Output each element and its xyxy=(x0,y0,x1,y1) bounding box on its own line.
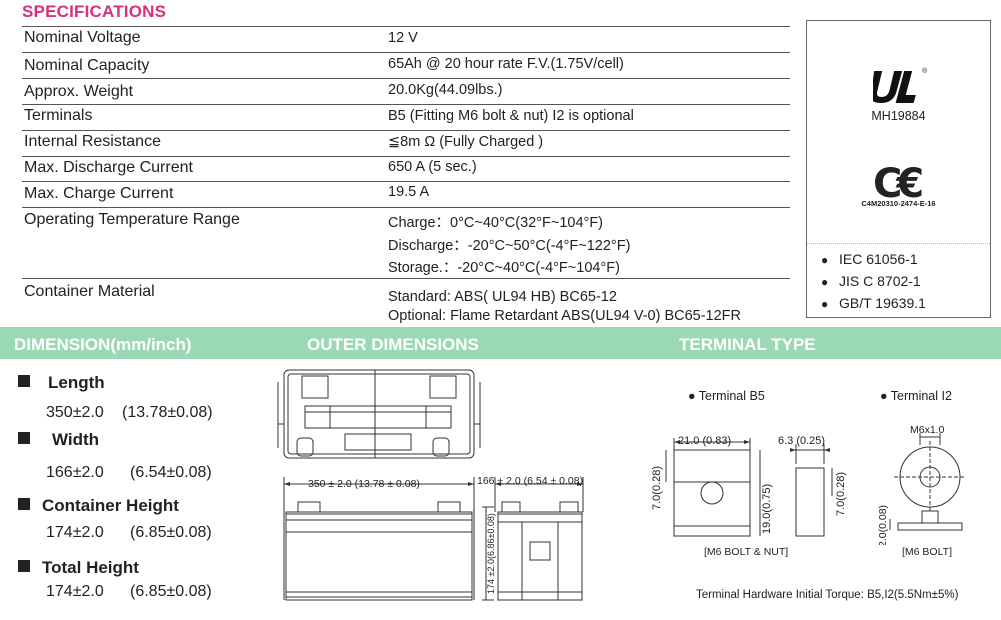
spec-value: 650 A (5 sec.) xyxy=(388,159,477,175)
outer-dimensions-heading: OUTER DIMENSIONS xyxy=(307,335,479,354)
b5-thickness-label: 6.3 (0.25) xyxy=(778,435,825,447)
dimension-item: Width xyxy=(18,430,99,450)
bullet-square-icon xyxy=(18,498,30,510)
spec-value: Optional: Flame Retardant ABS(UL94 V-0) … xyxy=(388,308,741,324)
side-view-drawing xyxy=(482,477,584,601)
spec-label: Nominal Capacity xyxy=(24,57,150,74)
spec-row: Approx. Weight 20.0Kg(44.09lbs.) xyxy=(22,78,790,104)
b5-total-height-label: 19.0(0.75) xyxy=(761,484,773,534)
dimension-inch: (13.78±0.08) xyxy=(122,404,213,421)
spec-row: Terminals B5 (Fitting M6 bolt & nut) I2 … xyxy=(22,104,790,130)
ul-file-number: MH19884 xyxy=(871,109,926,123)
dimension-inch: (6.54±0.08) xyxy=(130,464,212,481)
spec-label: Nominal Voltage xyxy=(24,29,141,46)
b5-upper-height-label: 7.0(0.28) xyxy=(651,466,663,510)
terminal-i2-title: ● Terminal I2 xyxy=(880,389,952,403)
specifications-table: Nominal Voltage 12 V Nominal Capacity 65… xyxy=(22,26,790,328)
spec-label: Container Material xyxy=(24,283,155,300)
spec-row: Max. Discharge Current 650 A (5 sec.) xyxy=(22,156,790,181)
spec-value: Charge：0°C~40°C(32°F~104°F) xyxy=(388,215,604,231)
b5-width-label: 21.0 (0.83) xyxy=(678,435,731,447)
i2-height-label: 2.0(0.08) xyxy=(877,505,889,545)
section-band xyxy=(0,327,1001,359)
list-item: ●IEC 61056-1 xyxy=(821,251,918,267)
dimension-inch: (6.85±0.08) xyxy=(130,524,212,541)
dimension-item: Container Height xyxy=(18,496,179,516)
terminal-i2-drawing: M6x1.0 2.0(0.08) xyxy=(877,424,966,545)
svg-text:®: ® xyxy=(922,67,928,75)
spec-value: ≦8m Ω (Fully Charged ) xyxy=(388,134,544,150)
spec-value: 20.0Kg(44.09lbs.) xyxy=(388,82,503,98)
bullet-square-icon xyxy=(18,432,30,444)
length-dimension-label: 350 ± 2.0 (13.78 ± 0.08) xyxy=(308,478,420,490)
spec-value: 65Ah @ 20 hour rate F.V.(1.75V/cell) xyxy=(388,56,624,72)
list-item: ●JIS C 8702-1 xyxy=(821,273,921,289)
spec-label: Operating Temperature Range xyxy=(24,211,240,228)
certification-marks: ® MH19884 C€ C4M20310-2474-E-16 xyxy=(807,21,990,244)
spec-value: Discharge：-20°C~50°C(-4°F~122°F) xyxy=(388,238,631,254)
dimension-mm: 166±2.0 xyxy=(46,464,104,481)
b5-side-height-label: 7.0(0.28) xyxy=(835,472,847,516)
dimension-mm: 174±2.0 xyxy=(46,583,104,600)
height-dimension-label: 174 ±2.0(6.86±0.08) xyxy=(486,513,496,594)
terminal-torque-note: Terminal Hardware Initial Torque: B5,I2(… xyxy=(696,589,959,601)
dimension-heading: DIMENSION(mm/inch) xyxy=(14,335,192,354)
spec-label: Max. Charge Current xyxy=(24,185,174,202)
bullet-square-icon xyxy=(18,375,30,387)
specifications-title: SPECIFICATIONS xyxy=(22,2,167,21)
spec-value: 19.5 A xyxy=(388,184,430,200)
spec-label: Terminals xyxy=(24,107,93,124)
spec-row: Max. Charge Current 19.5 A xyxy=(22,181,790,207)
outer-dimensions-drawing: 350 ± 2.0 (13.78 ± 0.08) 166 ± 2.0 (6.54… xyxy=(277,369,584,601)
terminal-b5-caption: [M6 BOLT & NUT] xyxy=(704,546,789,558)
spec-row: Nominal Capacity 65Ah @ 20 hour rate F.V… xyxy=(22,52,790,78)
ce-certificate-id: C4M20310-2474-E-16 xyxy=(861,199,936,208)
spec-row: Internal Resistance ≦8m Ω (Fully Charged… xyxy=(22,130,790,156)
dimension-mm: 174±2.0 xyxy=(46,524,104,541)
spec-value: B5 (Fitting M6 bolt & nut) I2 is optiona… xyxy=(388,108,634,124)
dimension-item: Length xyxy=(18,373,105,393)
spec-label: Internal Resistance xyxy=(24,133,161,150)
spec-value: 12 V xyxy=(388,30,418,46)
certification-box: ® MH19884 C€ C4M20310-2474-E-16 ●IEC 610… xyxy=(806,20,991,318)
spec-value: Standard: ABS( UL94 HB) BC65-12 xyxy=(388,289,617,305)
front-view-drawing xyxy=(283,477,475,601)
dimension-item: Total Height xyxy=(18,558,139,578)
ce-mark-icon: C€ xyxy=(873,161,924,207)
spec-label: Approx. Weight xyxy=(24,83,134,100)
standards-list: ●IEC 61056-1 ●JIS C 8702-1 ●GB/T 19639.1 xyxy=(821,251,926,317)
spec-label: Max. Discharge Current xyxy=(24,159,193,176)
i2-thread-label: M6x1.0 xyxy=(910,424,945,436)
ul-recognized-icon: ® xyxy=(873,67,928,103)
bullet-square-icon xyxy=(18,560,30,572)
dimension-mm: 350±2.0 xyxy=(46,404,104,421)
spec-row: Container Material Standard: ABS( UL94 H… xyxy=(22,278,790,328)
top-view-drawing xyxy=(277,369,481,459)
list-item: ●GB/T 19639.1 xyxy=(821,295,926,311)
terminal-type-heading: TERMINAL TYPE xyxy=(679,335,816,354)
dimension-inch: (6.85±0.08) xyxy=(130,583,212,600)
terminal-b5-drawing: 21.0 (0.83) 6.3 (0.25) 7.0(0.28) 19.0(0.… xyxy=(651,435,847,537)
spec-row: Nominal Voltage 12 V xyxy=(22,26,790,52)
spec-row: Operating Temperature Range Charge：0°C~4… xyxy=(22,207,790,278)
terminal-b5-title: ● Terminal B5 xyxy=(688,389,765,403)
spec-value: Storage.：-20°C~40°C(-4°F~104°F) xyxy=(388,260,620,276)
terminal-i2-caption: [M6 BOLT] xyxy=(902,546,952,558)
width-dimension-label: 166 ± 2.0 (6.54 ± 0.08) xyxy=(477,475,583,487)
